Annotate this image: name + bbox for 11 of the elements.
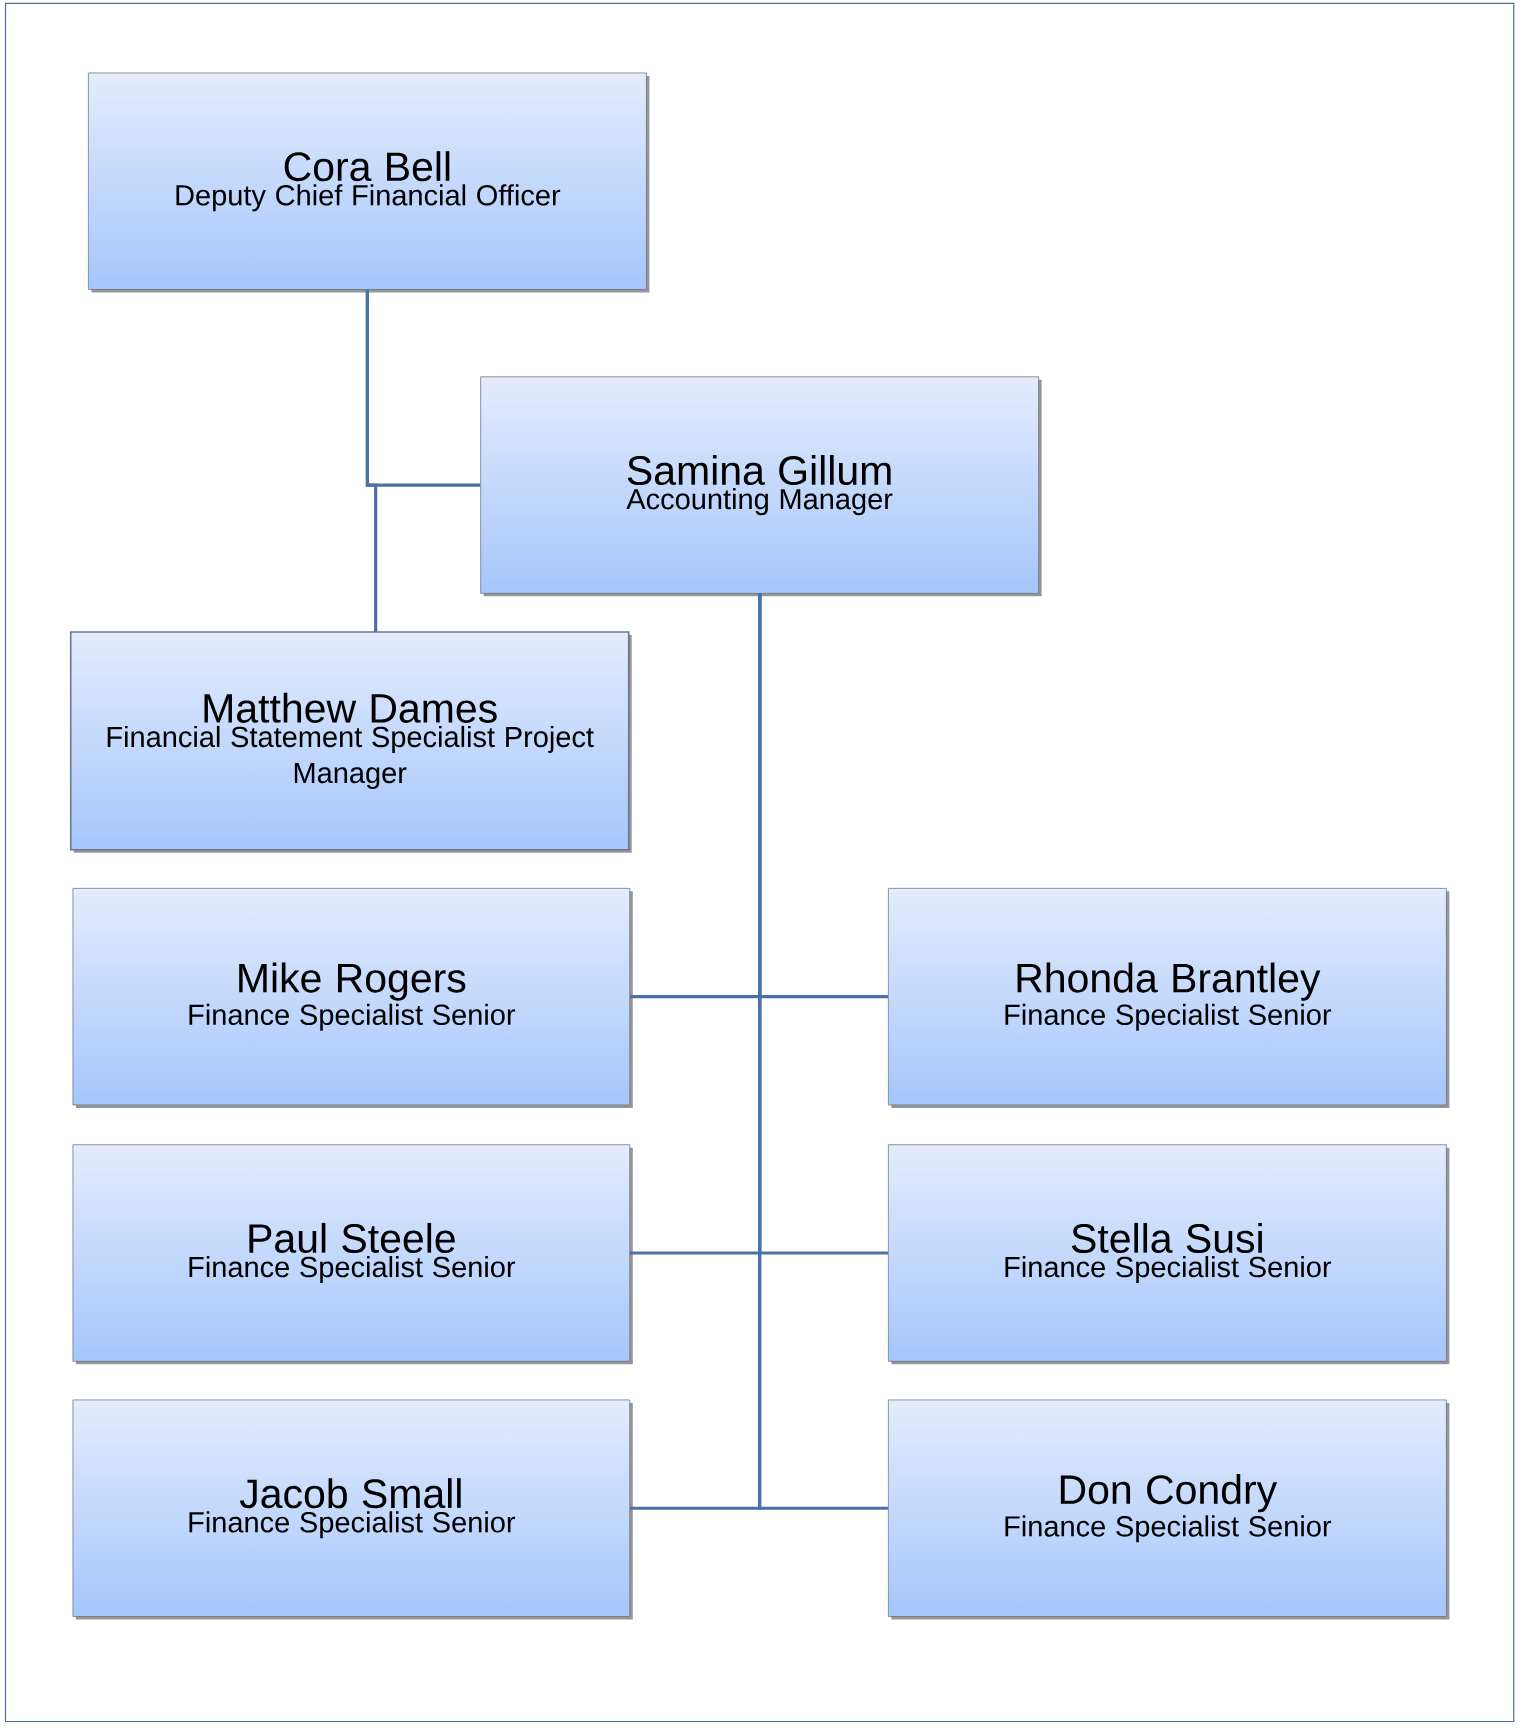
org-box: Samina Gillum Accounting Manager [480,376,1042,597]
org-box: Paul Steele Finance Specialist Senior [72,1144,633,1365]
org-box: Rhonda Brantley Finance Specialist Senior [887,887,1450,1108]
org-box: Don Condry Finance Specialist Senior [887,1399,1450,1620]
org-box: Matthew Dames Financial Statement Specialist Project Manager [69,631,632,853]
org-box: Mike Rogers Finance Specialist Senior [72,887,633,1108]
org-box: Cora Bell Deputy Chief Financial Officer [88,72,650,293]
connector-line [758,593,888,1510]
connector-line [365,289,378,632]
org-box: Jacob Small Finance Specialist Senior [72,1399,633,1620]
org-box: Stella Susi Finance Specialist Senior [887,1144,1450,1365]
